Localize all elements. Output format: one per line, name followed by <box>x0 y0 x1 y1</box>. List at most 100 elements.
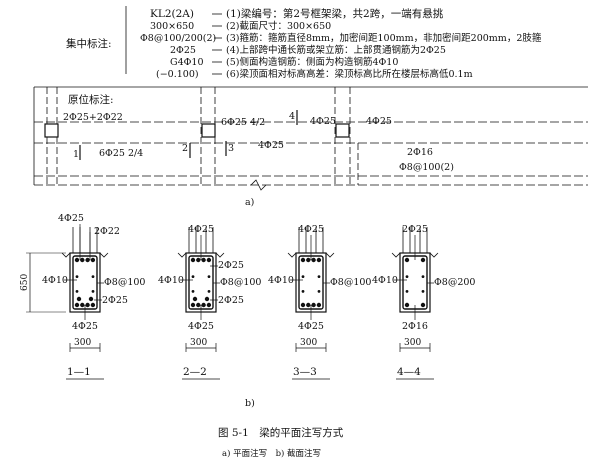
top-bar <box>300 257 306 263</box>
label-top-outer: 4Φ25 <box>58 213 84 224</box>
bottom-bar <box>90 302 96 308</box>
top-bar <box>306 257 311 263</box>
span2-top-rebar: 4Φ25 <box>310 116 336 127</box>
entry-code-1: KL2(2A) <box>150 8 194 20</box>
concentrated-entries: KL2(2A) (1)梁编号：第2号框架梁，共2跨，一端有悬挑 300×650 … <box>140 7 542 80</box>
side-bar <box>91 275 95 278</box>
bottom-bar <box>404 302 410 308</box>
side-bar <box>317 289 321 293</box>
cantilever-stirrup: Φ8@100(2) <box>399 162 454 173</box>
plan-view: 集中标注: KL2(2A) (1)梁编号：第2号框架梁，共2跨，一端有悬挑 30… <box>33 6 588 208</box>
bottom-bar <box>85 302 90 308</box>
section-mark-3: 3 <box>228 143 234 154</box>
entry-code-3: Φ8@100/200(2) <box>140 33 216 44</box>
column-lines <box>46 87 359 185</box>
label-width: 300 <box>190 338 207 348</box>
label-stirrup: Φ8@100 <box>104 277 145 288</box>
entry-code-6: (−0.100) <box>156 69 199 80</box>
side-bar <box>301 289 305 293</box>
beam-section-outline <box>399 252 431 313</box>
label-stirrup: Φ8@200 <box>434 277 475 288</box>
top-bar <box>420 257 426 263</box>
entry-code-4: 2Φ25 <box>170 45 196 56</box>
label-bottom: 4Φ25 <box>298 321 324 332</box>
label-bottom: 4Φ25 <box>188 321 214 332</box>
bottom-bar <box>316 302 322 308</box>
section-name: 3—3 <box>293 366 317 378</box>
bottom-bar <box>80 302 85 308</box>
entry-code-2: 300×650 <box>150 21 194 32</box>
original-label: 原位标注: <box>68 93 114 106</box>
entry-desc-1: (1)梁编号：第2号框架梁，共2跨，一端有悬挑 <box>226 7 444 20</box>
label-bottom: 4Φ25 <box>72 321 98 332</box>
section-mark-2: 2 <box>182 143 188 154</box>
side-bar <box>301 275 305 278</box>
side-bar <box>317 275 321 278</box>
bottom-bar <box>201 302 206 308</box>
figure-subtitle: a) 平面注写 b) 截面注写 <box>222 448 321 459</box>
label-top-inner: 2Φ22 <box>94 226 120 237</box>
label-top: 2Φ25 <box>402 224 428 235</box>
section-marks: 1 2 3 4 <box>73 110 298 160</box>
label-width: 300 <box>404 338 421 348</box>
top-bar <box>311 257 316 263</box>
figure-title: 图 5-1 梁的平面注写方式 <box>218 426 344 439</box>
section-views: 4Φ25 2Φ22 4Φ10 Φ8@100 2Φ25 4Φ25 300 1—1 650 4Φ25 2… <box>20 213 475 380</box>
section-name: 4—4 <box>397 366 421 378</box>
bottom-bar <box>420 302 426 308</box>
label-top-second: 2Φ25 <box>218 260 244 271</box>
beam-section-outline <box>185 252 217 313</box>
top-bar <box>196 257 201 263</box>
entry-desc-5: (5)侧面构造钢筋：侧面为构造钢筋4Φ10 <box>226 56 398 68</box>
bottom-bar-second <box>76 296 82 302</box>
beam-top-line <box>33 86 588 191</box>
label-bottom-inner: 2Φ25 <box>102 295 128 306</box>
top-bar <box>190 257 196 263</box>
bottom-bar <box>300 302 306 308</box>
cantilever-bottom-rebar: 2Φ16 <box>407 147 433 158</box>
label-stirrup: Φ8@100 <box>220 277 261 288</box>
top-bar <box>206 257 212 263</box>
top-bar <box>201 257 206 263</box>
side-bar <box>421 275 425 278</box>
bottom-bar-second <box>88 296 94 302</box>
side-bar <box>421 289 425 293</box>
entry-desc-2: (2)截面尺寸：300×650 <box>226 20 331 32</box>
bottom-bar <box>306 302 311 308</box>
entry-desc-6: (6)梁顶面相对标高高差：梁顶标高比所在楼层标高低0.1m <box>226 68 473 80</box>
bottom-bar <box>74 302 80 308</box>
right-support-top-rebar: 4Φ25 <box>366 116 392 127</box>
entry-code-5: G4Φ10 <box>170 57 204 68</box>
side-bar <box>75 289 79 293</box>
top-bar <box>85 257 90 263</box>
beam-section-outline <box>295 252 327 313</box>
caption-a: a) <box>245 197 254 208</box>
section-name: 1—1 <box>67 366 91 378</box>
bottom-bar <box>311 302 316 308</box>
beam-section-outline <box>69 252 101 313</box>
caption-b: b) <box>245 398 255 409</box>
bottom-bar <box>196 302 201 308</box>
side-bar <box>75 275 79 278</box>
entry-desc-4: (4)上部跨中通长筋或架立筋：上部贯通钢筋为2Φ25 <box>226 44 446 56</box>
top-bar <box>80 257 85 263</box>
column-3 <box>335 123 350 138</box>
side-bar <box>191 275 195 278</box>
label-top: 4Φ25 <box>298 224 324 235</box>
side-bar <box>405 289 409 293</box>
section-name: 2—2 <box>183 366 207 378</box>
span2-bottom-rebar: 4Φ25 <box>258 140 284 151</box>
label-side: 4Φ10 <box>372 275 398 286</box>
bottom-bar-second <box>192 296 198 302</box>
side-bar <box>91 289 95 293</box>
label-top: 4Φ25 <box>188 224 214 235</box>
mid-support-top-rebar: 6Φ25 4/2 <box>221 117 265 128</box>
bottom-bar <box>190 302 196 308</box>
concentrated-label: 集中标注: <box>66 37 112 50</box>
label-height: 650 <box>20 274 30 291</box>
side-bar <box>207 289 211 293</box>
